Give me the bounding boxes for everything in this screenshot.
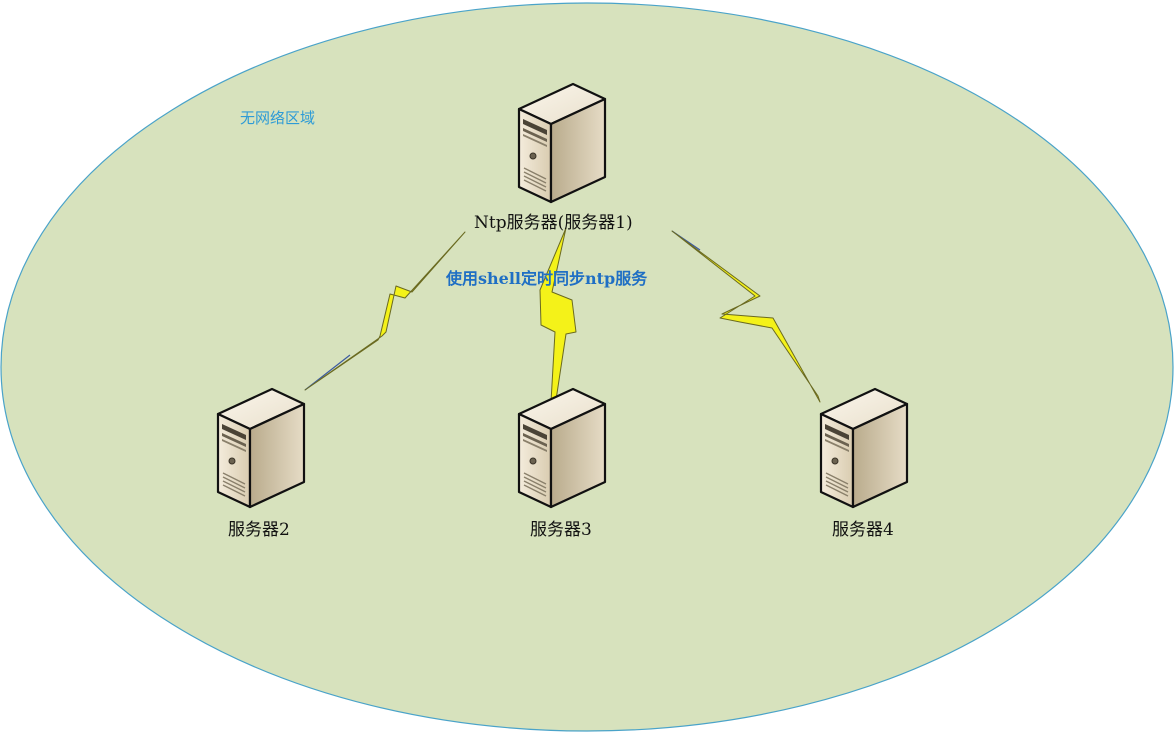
server4-label: 服务器4 [832, 520, 894, 540]
link-label: 使用shell定时同步ntp服务 [446, 269, 648, 288]
server3-label: 服务器3 [530, 520, 592, 540]
link-ntp-to-server4 [671, 230, 821, 403]
zone-label: 无网络区域 [240, 109, 316, 127]
link-ntp-to-server2 [304, 231, 466, 391]
link-ntp-to-server3 [539, 227, 577, 403]
ntp-server-label: Ntp服务器(服务器1) [474, 213, 633, 233]
server2-label: 服务器2 [228, 520, 290, 540]
